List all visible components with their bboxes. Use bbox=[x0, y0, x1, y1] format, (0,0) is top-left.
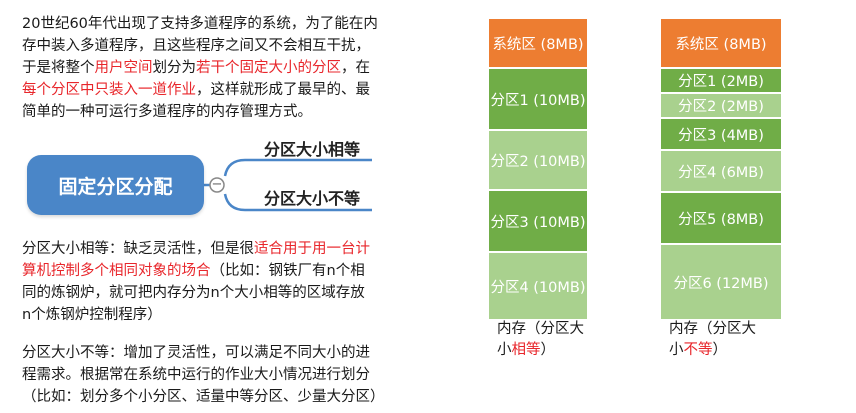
mindmap-branch-unequal[interactable]: 分区大小不等 bbox=[264, 189, 361, 208]
mindmap-root-node[interactable]: 固定分区分配 bbox=[27, 155, 204, 215]
memory-block: 分区1 (10MB) bbox=[488, 68, 588, 130]
memory-block: 分区3 (4MB) bbox=[660, 118, 782, 150]
memory-block: 分区1 (2MB) bbox=[660, 68, 782, 93]
intro-line: 存中装入多道程序，且这些程序之间又不会相互干扰， bbox=[22, 38, 370, 54]
equal-paragraph: 分区大小相等：缺乏灵活性，但是很适合用于用一台计 算机控制多个相同对象的场合（比… bbox=[22, 241, 370, 323]
intro-line: 于是将整个用户空间划分为若干个固定大小的分区，在 bbox=[22, 60, 370, 76]
memory-block: 分区6 (12MB) bbox=[660, 244, 782, 320]
unequal-paragraph: 分区大小不等：增加了灵活性，可以满足不同大小的进 程需求。根据常在系统中运行的作… bbox=[22, 345, 385, 405]
mindmap-branch-equal[interactable]: 分区大小相等 bbox=[264, 140, 361, 159]
intro-line: 每个分区中只装入一道作业，这样就形成了最早的、最 bbox=[22, 82, 370, 98]
highlight-suitable: 适合用于用一台计 bbox=[254, 241, 370, 257]
memory-block: 分区2 (10MB) bbox=[488, 130, 588, 190]
memory-block: 分区4 (6MB) bbox=[660, 150, 782, 192]
memory-equal-caption: 内存（分区大 小相等） bbox=[497, 321, 584, 358]
highlight-same-objects: 算机控制多个相同对象的场合 bbox=[22, 263, 211, 279]
intro-line: 20世纪60年代出现了支持多道程序的系统，为了能在内 bbox=[22, 16, 378, 32]
memory-block: 分区3 (10MB) bbox=[488, 190, 588, 252]
memory-block: 分区5 (8MB) bbox=[660, 192, 782, 244]
memory-block: 系统区 (8MB) bbox=[488, 18, 588, 68]
memory-unequal-diagram: 系统区 (8MB)分区1 (2MB)分区2 (2MB)分区3 (4MB)分区4 … bbox=[660, 18, 782, 320]
highlight-user-space: 用户空间 bbox=[94, 60, 153, 76]
memory-block: 分区4 (10MB) bbox=[488, 252, 588, 320]
memory-block: 分区2 (2MB) bbox=[660, 93, 782, 118]
intro-paragraph: 20世纪60年代出现了支持多道程序的系统，为了能在内 存中装入多道程序，且这些程… bbox=[22, 13, 378, 123]
collapse-toggle-icon[interactable]: − bbox=[211, 177, 223, 192]
memory-equal-diagram: 系统区 (8MB)分区1 (10MB)分区2 (10MB)分区3 (10MB)分… bbox=[488, 18, 588, 320]
mindmap-connectors bbox=[204, 158, 372, 212]
memory-unequal-caption: 内存（分区大 小不等） bbox=[669, 321, 756, 358]
highlight-fixed-partitions: 若干个固定大小的分区 bbox=[196, 60, 341, 76]
memory-block: 系统区 (8MB) bbox=[660, 18, 782, 68]
intro-line: 简单的一种可运行多道程序的内存管理方式。 bbox=[22, 104, 312, 120]
highlight-one-job: 每个分区中只装入一道作业 bbox=[22, 82, 196, 98]
